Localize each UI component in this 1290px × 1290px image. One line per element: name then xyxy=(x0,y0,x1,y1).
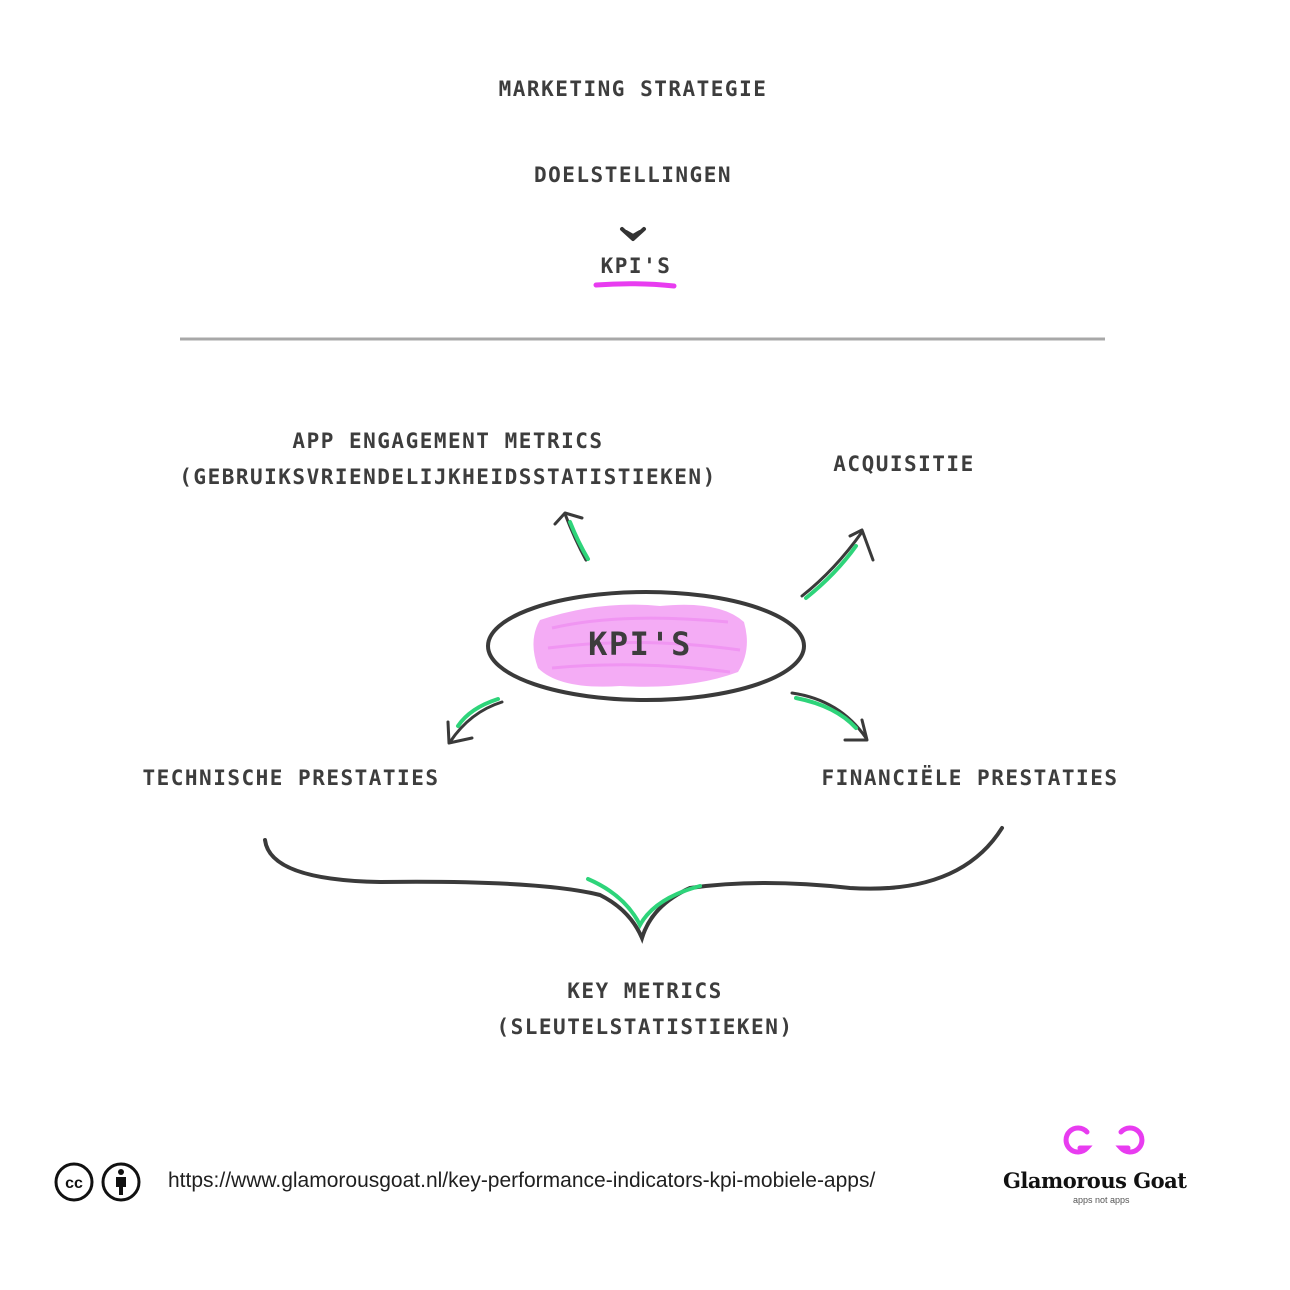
source-url-link[interactable]: https://www.glamorousgoat.nl/key-perform… xyxy=(168,1169,876,1192)
key-metrics-sub-label: (sleutelstatistieken) xyxy=(496,1015,794,1039)
goals-label: Doelstellingen xyxy=(533,163,732,187)
arrow-bottom-left xyxy=(446,697,504,745)
app-engagement-sub-label: (Gebruiksvriendelijkheidsstatistieken) xyxy=(179,465,717,489)
brand-tagline: apps not apps xyxy=(1073,1195,1130,1205)
attribution-icon xyxy=(101,1162,141,1202)
marketing-strategy-label: Marketing strategie xyxy=(498,77,768,101)
arrow-bottom-right xyxy=(790,691,869,742)
down-arrow-icon xyxy=(620,227,646,241)
glamorous-goat-logo-icon xyxy=(1063,1125,1145,1155)
brand-name: Glamorous Goat xyxy=(1003,1168,1187,1193)
technische-prestaties-label: Technische prestaties xyxy=(142,766,440,790)
curly-brace xyxy=(263,826,1004,944)
arrow-top-right xyxy=(800,528,875,600)
financiele-prestaties-label: Financiële prestaties xyxy=(821,766,1119,790)
kpi-center-label: KPI's xyxy=(588,625,692,663)
kpi-header-label: KPI's xyxy=(600,254,672,278)
app-engagement-label: App engagement metrics xyxy=(292,429,604,453)
arrow-top-left xyxy=(553,511,590,562)
key-metrics-label: Key metrics xyxy=(567,979,723,1003)
pink-brush-blob xyxy=(533,604,747,687)
acquisitie-label: Acquisitie xyxy=(833,452,975,476)
cc-icon: cc xyxy=(54,1162,94,1202)
svg-text:cc: cc xyxy=(65,1175,83,1192)
kpi-ellipse xyxy=(486,590,806,702)
kpi-underline xyxy=(593,281,677,289)
